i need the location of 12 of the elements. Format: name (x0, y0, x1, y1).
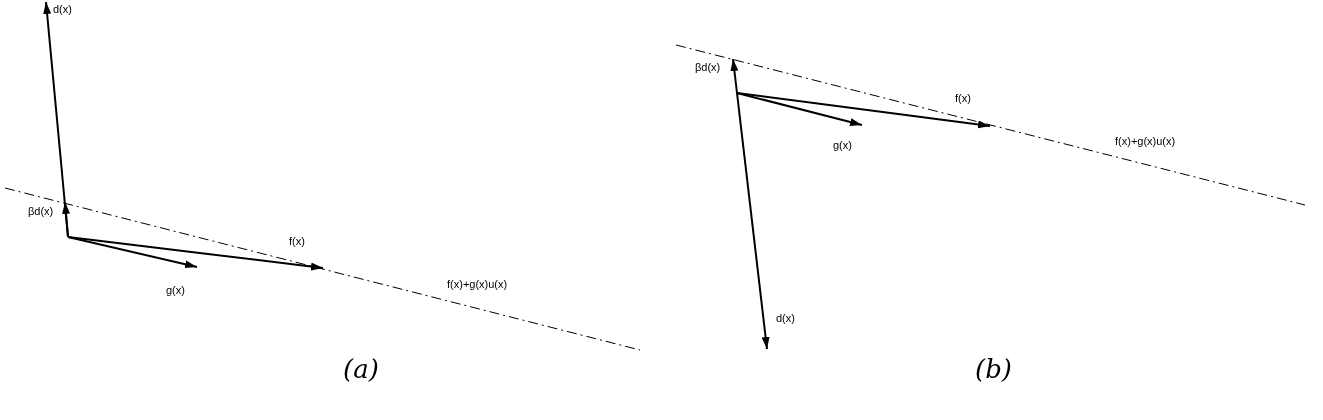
vector-label: f(x)+g(x)u(x) (447, 278, 508, 291)
vector-label: f(x) (955, 92, 971, 105)
vector-label: f(x) (289, 235, 305, 248)
vector-label: βd(x) (28, 205, 54, 218)
vector-label: g(x) (833, 139, 852, 152)
vector-label: g(x) (166, 284, 185, 297)
panel-caption: (b) (975, 354, 1012, 384)
vector-label: f(x)+g(x)u(x) (1115, 135, 1176, 148)
vector-label: d(x) (776, 312, 795, 325)
vector-label: d(x) (53, 3, 72, 16)
panel-caption: (a) (343, 354, 379, 384)
vector-label: βd(x) (695, 61, 721, 74)
